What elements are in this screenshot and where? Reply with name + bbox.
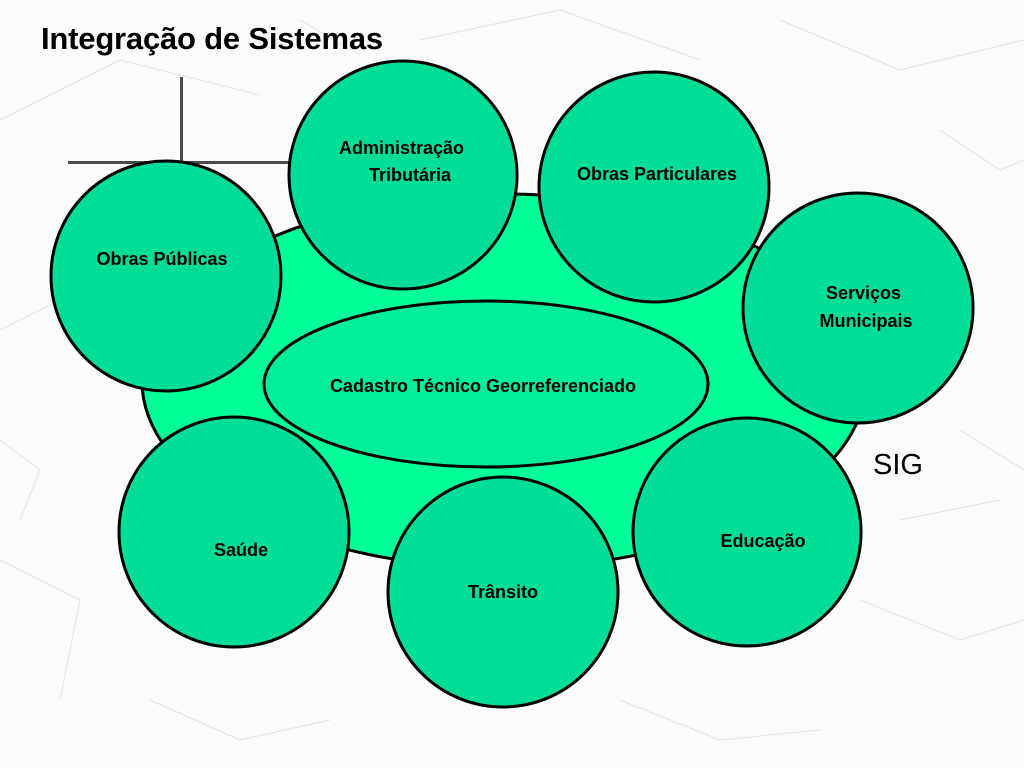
node-servicos-municipais: Serviços Municipais [741,191,975,425]
svg-text:Trânsito: Trânsito [468,582,538,602]
node-label-line: Administração [339,138,464,158]
center-ellipse: Cadastro Técnico Georreferenciado [262,299,710,469]
page-title: Integração de Sistemas [41,21,383,56]
node-label-line: Serviços [826,283,901,303]
node-label-line: Trânsito [468,582,538,602]
svg-text:Serviços Municipais: Serviços Municipais [819,283,912,331]
node-label-line: Municipais [819,311,912,331]
node-obras-publicas: Obras Públicas [49,159,283,393]
node-label-line: Tributária [369,165,452,185]
node-educacao: Educação [631,416,863,648]
svg-text:Obras Públicas: Obras Públicas [96,249,227,269]
crosshair-vertical-line [180,77,183,163]
node-label-line: Obras Particulares [577,164,737,184]
node-transito: Trânsito [386,475,620,709]
center-label: Cadastro Técnico Georreferenciado [330,376,636,396]
node-saude: Saúde [117,415,351,649]
svg-text:Cadastro Técnico Georreferenci: Cadastro Técnico Georreferenciado [330,376,636,396]
svg-text:Saúde: Saúde [214,540,268,560]
svg-text:Obras Particulares: Obras Particulares [577,164,737,184]
node-obras-particulares: Obras Particulares [537,70,771,304]
node-label-line: Obras Públicas [96,249,227,269]
node-administracao-tributaria: Administração Tributária [287,59,519,291]
node-label-line: Educação [720,531,805,551]
sig-label: SIG [873,449,923,481]
node-label-line: Saúde [214,540,268,560]
svg-text:Educação: Educação [720,531,805,551]
svg-text:Administração Tributár: Administração Tributária [339,138,469,185]
